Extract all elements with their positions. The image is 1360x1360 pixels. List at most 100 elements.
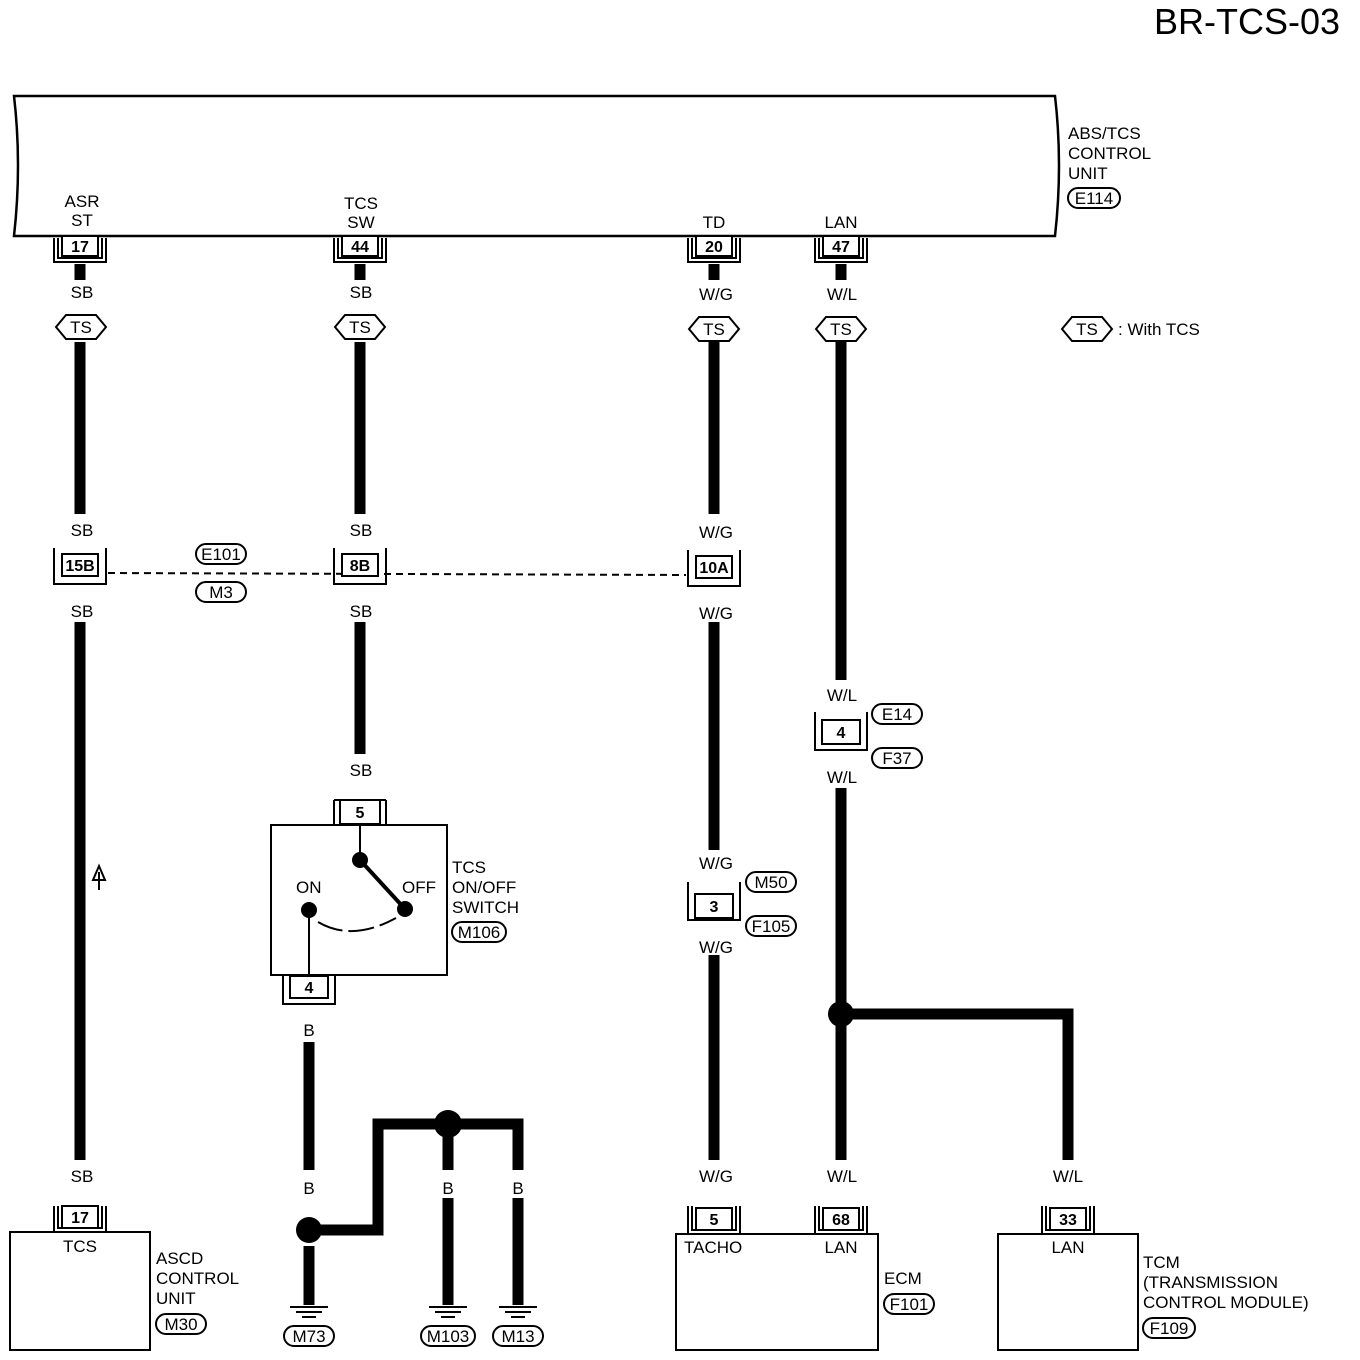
svg-text:E101: E101 [201,545,241,564]
svg-text:M106: M106 [458,923,501,942]
switch-off-label: OFF [402,878,436,897]
svg-text:SW: SW [347,213,374,232]
connector-m50-f105: 3 M50 F105 [687,871,797,937]
ts-symbol: TS [54,314,108,340]
svg-text:UNIT: UNIT [156,1289,196,1308]
svg-text:F101: F101 [890,1295,929,1314]
svg-text:W/G: W/G [699,523,733,542]
wire-label: SB [350,283,373,302]
joint-connector-10a: 10A [687,550,741,587]
svg-text:ST: ST [71,211,93,230]
svg-text:W/L: W/L [827,1167,857,1186]
svg-text:LAN: LAN [824,1238,857,1257]
svg-text:10A: 10A [699,560,729,577]
pin-label-td: TD [703,213,726,232]
svg-text:8B: 8B [350,558,370,575]
svg-text:SWITCH: SWITCH [452,898,519,917]
svg-text:TS: TS [830,320,852,339]
svg-text:B: B [372,1179,383,1198]
svg-text:SB: SB [71,521,94,540]
svg-text:SB: SB [71,602,94,621]
svg-text:47: 47 [832,239,850,256]
svg-text:E14: E14 [882,705,912,724]
svg-text:F109: F109 [1150,1319,1189,1338]
arrow-up-icon [91,863,107,890]
svg-text:W/G: W/G [699,1167,733,1186]
pin-label-tcs: TCS [344,194,378,213]
wire-label: W/G [699,285,733,304]
ground-icon: M73 [283,1306,335,1347]
tcs-on-off-switch: 5 ON OFF 4 TCS ON/OFF SWITCH M106 [270,799,519,1005]
svg-text:SB: SB [350,761,373,780]
abs-tcs-control-unit: ABS/TCS CONTROL UNIT E114 [12,94,1151,238]
wire-label: W/L [827,285,857,304]
switch-on-label: ON [296,878,322,897]
ts-symbol: TS [814,316,868,342]
svg-text:ABS/TCS: ABS/TCS [1068,124,1141,143]
ground-icon: M103 [420,1306,476,1347]
svg-text:17: 17 [71,1210,89,1227]
svg-text:TS: TS [70,318,92,337]
joint-dashed-line [107,572,687,576]
svg-text:15B: 15B [65,558,94,575]
pin-label-lan: LAN [824,213,857,232]
svg-text:W/L: W/L [827,686,857,705]
svg-text:TCS: TCS [63,1237,97,1256]
ts-symbol: TS [687,316,741,342]
svg-text:SB: SB [350,602,373,621]
svg-text:4: 4 [305,980,314,997]
svg-text:44: 44 [351,239,369,256]
ecm-unit: 5 68 TACHO LAN ECM F101 [675,1206,935,1351]
abs-unit-code: E114 [1075,189,1113,208]
pin-label-asr: ASR [65,192,100,211]
svg-text:W/G: W/G [699,604,733,623]
svg-text:CONTROL MODULE): CONTROL MODULE) [1143,1293,1309,1312]
joint-codes: E101 M3 [195,543,247,603]
svg-text:UNIT: UNIT [1068,164,1108,183]
svg-text:(TRANSMISSION: (TRANSMISSION [1143,1273,1278,1292]
joint-connector-15b: 15B [53,548,107,585]
legend: TS : With TCS [1060,316,1200,342]
svg-text:M73: M73 [292,1327,325,1346]
svg-text:68: 68 [832,1212,850,1229]
svg-text:W/G: W/G [699,938,733,957]
svg-text:LAN: LAN [1051,1238,1084,1257]
connector-pin-17: 17 [53,235,107,263]
svg-text:CONTROL: CONTROL [156,1269,239,1288]
svg-text:W/L: W/L [827,768,857,787]
ts-symbol: TS [333,314,387,340]
svg-text:B: B [303,1021,314,1040]
svg-text:: With TCS: : With TCS [1118,320,1200,339]
svg-text:TS: TS [703,320,725,339]
svg-text:W/G: W/G [699,854,733,873]
connector-pin-44: 44 [333,235,387,263]
svg-text:TCS: TCS [452,858,486,877]
svg-text:ECM: ECM [884,1269,922,1288]
svg-text:M3: M3 [209,583,233,602]
svg-text:B: B [442,1179,453,1198]
svg-text:3: 3 [710,899,719,916]
svg-text:F37: F37 [882,749,911,768]
svg-text:M50: M50 [754,873,787,892]
joint-connector-8b: 8B [333,548,387,585]
svg-text:20: 20 [705,239,723,256]
connector-e14-f37: 4 E14 F37 [814,703,923,769]
svg-text:ON/OFF: ON/OFF [452,878,516,897]
svg-text:TCM: TCM [1143,1253,1180,1272]
svg-text:W/L: W/L [1053,1167,1083,1186]
svg-text:5: 5 [710,1212,719,1229]
svg-text:33: 33 [1059,1212,1077,1229]
svg-text:B: B [512,1179,523,1198]
svg-text:TS: TS [1076,320,1098,339]
wire-b-ground [296,1042,524,1305]
connector-pin-47: 47 [814,235,868,263]
ascd-control-unit: 17 TCS ASCD CONTROL UNIT M30 [9,1205,239,1351]
svg-text:CONTROL: CONTROL [1068,144,1151,163]
svg-text:M103: M103 [427,1327,470,1346]
svg-text:SB: SB [71,1167,94,1186]
connector-pin-20: 20 [687,235,741,263]
svg-text:SB: SB [350,521,373,540]
tcm-unit: 33 LAN TCM (TRANSMISSION CONTROL MODULE)… [997,1206,1309,1351]
diagram-title: BR-TCS-03 [1154,1,1340,42]
